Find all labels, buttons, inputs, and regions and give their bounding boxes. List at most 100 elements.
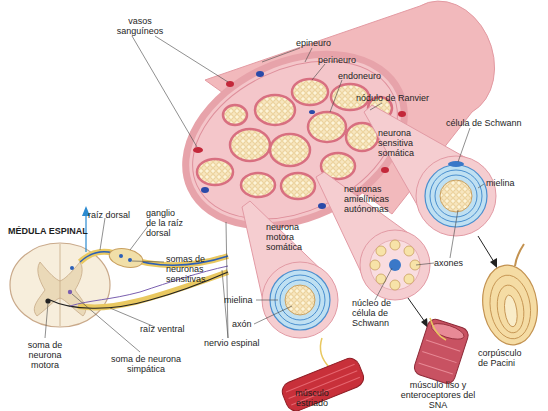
axon — [370, 260, 380, 270]
dorsal-root-ganglion — [108, 246, 145, 271]
soma-label: soma de neurona simpática — [110, 354, 182, 374]
sympathetic-soma — [68, 290, 72, 294]
nucleus-label: núcleo de célula de Schwann — [352, 298, 400, 328]
fascicle — [230, 129, 270, 161]
muscle-band — [422, 352, 456, 363]
organ-label: MÉDULA ESPINAL — [8, 226, 88, 236]
root-label: raíz dorsal — [88, 210, 130, 220]
muscle-label: músculo estriado — [292, 388, 332, 408]
autonomic-ending — [430, 318, 446, 340]
blood-vessel — [193, 147, 203, 153]
sheath-label: perineuro — [318, 55, 356, 65]
unmyelinated-section — [360, 230, 430, 300]
sensory-soma — [119, 254, 123, 258]
schwann-nucleus — [389, 259, 401, 271]
myelin-label: mielina — [224, 295, 253, 305]
median-fissure — [60, 244, 61, 326]
soma-label: somas de neuronas sensitivas — [166, 254, 218, 284]
fascicle — [255, 95, 295, 125]
blood-vessel — [318, 203, 326, 209]
axon — [376, 246, 386, 256]
myelin-sheath — [270, 270, 330, 330]
myelin-ring — [275, 275, 325, 325]
smooth-muscle — [412, 317, 470, 385]
schwann-cell-body — [448, 161, 464, 167]
fascicle — [197, 159, 233, 185]
fiber-label: neurona sensitiva somática — [378, 128, 422, 158]
sensory-fiber — [80, 252, 228, 266]
leader-line — [450, 210, 458, 258]
axon — [404, 246, 414, 256]
muscle-band — [426, 340, 460, 351]
nerve-label: nervio espinal — [204, 338, 260, 348]
striated-muscle — [279, 355, 366, 411]
leader-line — [330, 80, 342, 112]
motor-soma — [45, 298, 50, 303]
leader-line — [254, 306, 292, 324]
fascicle — [292, 79, 328, 105]
myelin-sheath — [425, 165, 487, 227]
leader-line — [370, 103, 382, 110]
blood-vessel — [256, 71, 264, 77]
blood-vessel — [201, 187, 209, 193]
vessel-label: vasos sanguíneos — [115, 16, 165, 36]
leader-line — [458, 128, 470, 162]
motor-nerve-ending — [320, 338, 330, 368]
myelin-ring — [280, 280, 320, 320]
receptor-label: corpúsculo de Pacini — [478, 348, 528, 368]
leader-line — [132, 36, 197, 147]
lamella — [486, 273, 535, 342]
blood-vessel — [226, 81, 234, 87]
fascicle — [241, 173, 275, 197]
root-label: raíz ventral — [140, 324, 185, 334]
dorsal-root — [80, 252, 228, 266]
fascicle — [223, 105, 247, 125]
leader-line — [262, 48, 300, 62]
lamella — [503, 294, 519, 327]
sensory-soma — [128, 258, 132, 262]
pointer-arrow — [408, 298, 425, 322]
sympathetic-fiber — [70, 266, 228, 306]
blood-vessel — [398, 111, 406, 117]
fiber-label: neurona motora somática — [266, 222, 306, 252]
cell-label: célula de Schwann — [446, 118, 522, 128]
soma-label: soma de neurona motora — [20, 340, 70, 370]
node-label: nódulo de Ranvier — [356, 93, 429, 103]
myelin-label: mielina — [486, 178, 515, 188]
axon — [285, 285, 315, 315]
muscle-fiber — [286, 364, 355, 392]
leader-line — [305, 48, 312, 62]
leader-line — [478, 184, 484, 188]
leader-line — [416, 263, 434, 265]
pointer-arrow — [478, 236, 494, 262]
ganglion-label: ganglio de la raíz dorsal — [146, 208, 186, 238]
myelin-ring — [430, 170, 482, 222]
axon-label: axones — [434, 258, 463, 268]
muscle-label: músculo liso y enteroceptores del SNA — [400, 380, 476, 410]
sheath-label: endoneuro — [338, 71, 381, 81]
sensory-fiber-section — [416, 156, 496, 236]
leader-line — [100, 218, 105, 250]
fascicle — [308, 112, 346, 142]
leader-line — [130, 226, 148, 250]
arrow-head — [490, 258, 497, 268]
leader-line — [132, 261, 164, 262]
leader-line — [256, 300, 278, 301]
sensory-terminal — [70, 266, 74, 270]
leader-line — [72, 294, 140, 352]
pacinian-corpuscle — [478, 262, 543, 349]
axon — [440, 180, 472, 212]
myelin-ring — [435, 175, 477, 217]
axon — [390, 240, 400, 250]
leader-line — [375, 268, 392, 300]
muscle-band — [419, 363, 453, 374]
lamella — [494, 283, 526, 334]
sensory-stalk — [515, 244, 524, 266]
schwann-cytoplasm — [370, 240, 420, 290]
axon-label: axón — [232, 319, 252, 329]
blood-vessel — [381, 167, 389, 173]
leader-line — [155, 36, 228, 82]
